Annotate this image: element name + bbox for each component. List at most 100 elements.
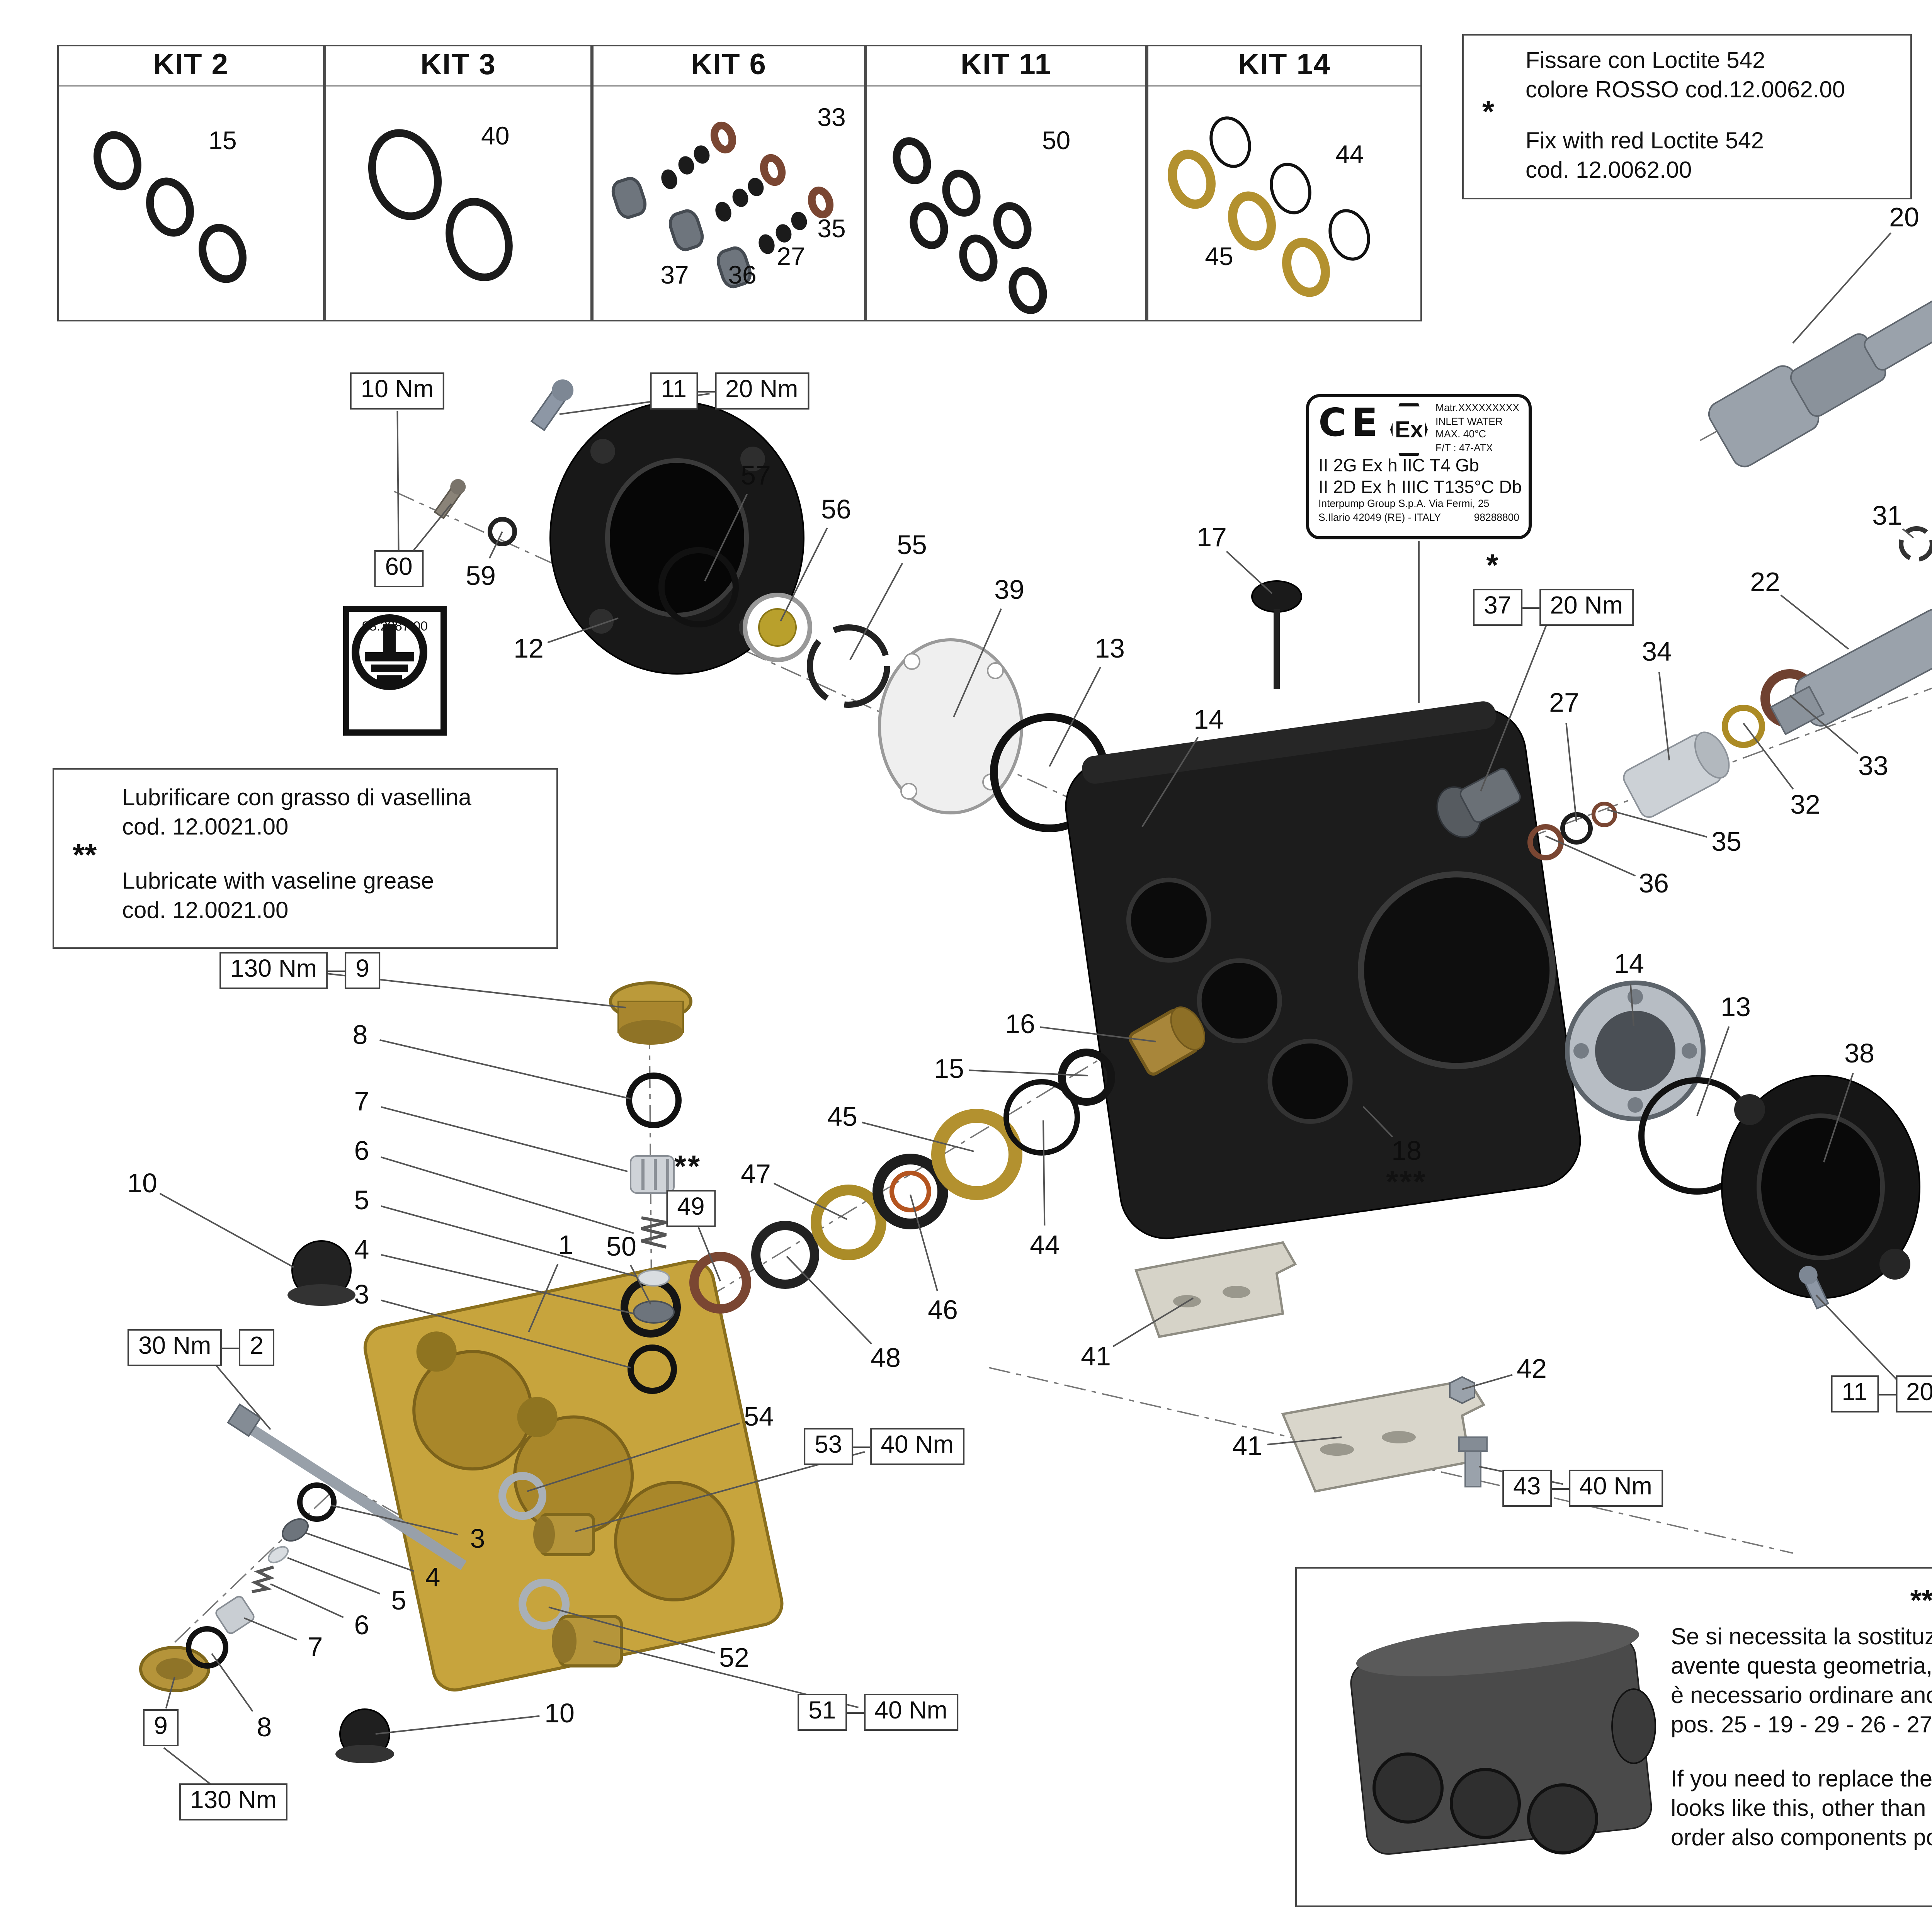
crankcase-it-3: è necessario ordinare anche i componenti (1671, 1683, 1932, 1709)
leader-line (1226, 551, 1273, 594)
vaseline-it-2: cod. 12.0021.00 (122, 814, 289, 841)
leader-line (780, 527, 828, 622)
leader-line (773, 1183, 847, 1220)
leader-line (969, 1069, 1088, 1076)
kit-part-black (357, 119, 454, 230)
callout-14: 14 (1194, 704, 1224, 735)
kit-part-black (691, 142, 712, 165)
callout-box-53: 53 (804, 1428, 853, 1465)
ce-atex-plate: CE Ex Matr.XXXXXXXXX INLET WATER MAX. 40… (1306, 394, 1532, 539)
callout-13: 13 (1095, 633, 1125, 664)
callout-16: 16 (1005, 1008, 1035, 1039)
callout-4: 4 (425, 1562, 440, 1593)
callout-box-2: 2 (239, 1329, 275, 1366)
kit-callout-44: 44 (1335, 141, 1364, 169)
callout-8: 8 (352, 1019, 368, 1050)
leader-line (1040, 1026, 1156, 1042)
oring-57 (658, 547, 739, 627)
leader-line (1112, 1297, 1194, 1347)
loctite-note: * Fissare con Loctite 542 colore ROSSO c… (1462, 34, 1912, 199)
leader-line (1267, 1436, 1342, 1445)
kit-part-plug (607, 174, 650, 222)
kit-part-black (789, 209, 810, 233)
vaseline-en-2: cod. 12.0021.00 (122, 897, 289, 924)
callout-44: 44 (1030, 1229, 1060, 1260)
callout-33: 33 (1858, 750, 1888, 781)
pair-connector (1551, 1487, 1569, 1489)
callout-46: 46 (928, 1294, 958, 1325)
leader-line (1545, 835, 1636, 877)
leader-line (287, 1557, 381, 1595)
leader-line (488, 531, 503, 559)
screw-60 (434, 479, 466, 520)
leader-line (861, 1122, 974, 1152)
callout-18: 18 (1391, 1135, 1422, 1166)
leader-line (1480, 626, 1547, 792)
leader-line (1815, 1294, 1897, 1380)
leader-line (1607, 809, 1708, 838)
loctite-en-1: Fix with red Loctite 542 (1526, 128, 1764, 155)
kit-part-black (675, 154, 696, 177)
kit-part-oring (1202, 111, 1257, 173)
callout-box-11: 11 (650, 372, 697, 410)
leader-line (1362, 1106, 1393, 1137)
kit-part-black (191, 218, 254, 289)
leader-line (1823, 1073, 1854, 1163)
callout-36: 36 (1639, 868, 1669, 899)
callout-35: 35 (1711, 826, 1742, 857)
bolt-43 (1464, 1449, 1481, 1487)
callout-41: 41 (1232, 1430, 1262, 1461)
leader-line (849, 563, 903, 660)
callout-42: 42 (1517, 1353, 1547, 1384)
callout-39: 39 (994, 574, 1024, 605)
leader-line (244, 1617, 297, 1640)
leader-line (1792, 232, 1891, 344)
callout-box-20-nm: 20 Nm (1895, 1375, 1932, 1412)
leader-line (697, 1227, 721, 1282)
leader-line (548, 1606, 715, 1654)
kit-part-black (658, 167, 680, 191)
leader-line (1658, 672, 1670, 761)
leader-line (1696, 1026, 1730, 1116)
callout-6: 6 (354, 1610, 369, 1640)
callout-box-37: 37 (1473, 589, 1522, 626)
mounting-brackets-41 (1134, 1241, 1488, 1493)
callout-59: 59 (466, 560, 496, 591)
callout-50: 50 (606, 1231, 636, 1262)
callout-20: 20 (1889, 202, 1919, 233)
ce-max: MAX. 40°C (1435, 430, 1486, 441)
kit-title: KIT 2 (59, 46, 323, 87)
piston-group (1436, 609, 1932, 860)
leader-line (411, 503, 452, 554)
kit-part-black (953, 229, 1003, 287)
callout-34: 34 (1642, 636, 1672, 667)
valve-stack-upper (287, 981, 692, 1394)
loctite-it-1: Fissare con Loctite 542 (1526, 48, 1765, 74)
leader-line (1629, 984, 1634, 1027)
bearing-flange-38 (1721, 1075, 1920, 1299)
callout-57: 57 (741, 460, 771, 491)
callout-45: 45 (827, 1101, 857, 1132)
kit-part-brown (706, 118, 740, 157)
nut-42 (1449, 1376, 1475, 1404)
leader-line (1049, 666, 1102, 767)
callout-13: 13 (1721, 991, 1751, 1022)
leader-line (213, 1362, 271, 1430)
washer-59 (488, 517, 517, 546)
crankcase-en-3: order also components pos. 25 - 19 - 29 … (1671, 1825, 1932, 1851)
kit-callout-40: 40 (481, 123, 510, 151)
callout-8: 8 (257, 1712, 272, 1742)
kit-callout-27: 27 (777, 243, 805, 271)
leader-line (1780, 594, 1849, 650)
callout-3: 3 (354, 1279, 369, 1310)
kit-callout-37: 37 (660, 262, 689, 290)
callout-32: 32 (1790, 789, 1820, 820)
kit-part-black (729, 186, 750, 209)
